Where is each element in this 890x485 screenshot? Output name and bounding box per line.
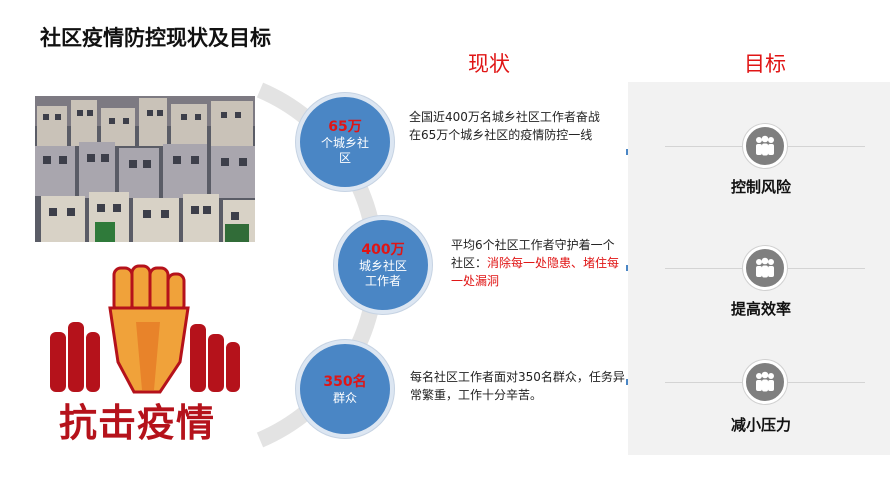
current-desc-1: 全国近400万名城乡社区工作者奋战在65万个城乡社区的疫情防控一线 [409,108,605,144]
goal-reduce-pressure: 减小压力 [731,416,792,434]
stat-number: 350名 [323,373,367,390]
people-group-icon [743,124,787,168]
fist-logo [40,262,250,442]
stat-circle-workers: 400万 城乡社区工作者 [334,216,432,314]
stat-label: 群众 [332,390,357,405]
current-desc-3: 每名社区工作者面对350名群众，任务异常繁重，工作十分辛苦。 [410,368,625,404]
current-desc-2: 平均6个社区工作者守护着一个社区：消除每一处隐患、堵住每一处漏洞 [451,236,621,290]
people-group-icon [743,360,787,404]
desc-text: 每名社区工作者面对350名群众，任务异常繁重，工作十分辛苦。 [410,370,625,402]
stat-label: 个城乡社区 [320,136,369,165]
page-title: 社区疫情防控现状及目标 [40,26,271,50]
stat-number: 65万 [328,119,362,135]
desc-highlight: 消除每一处隐患、堵住每一处漏洞 [451,256,620,288]
stat-circle-communities: 65万 个城乡社区 [296,93,394,191]
desc-text: 平均6个社区工作者守护着一个社区： [451,238,615,270]
city-photo [35,96,255,242]
goal-control-risk: 控制风险 [731,178,792,196]
current-status-heading: 现状 [468,52,510,76]
goal-improve-efficiency: 提高效率 [731,300,792,318]
stat-circle-residents: 350名 群众 [296,340,394,438]
desc-text: 全国近400万名城乡社区工作者奋战在65万个城乡社区的疫情防控一线 [409,110,600,142]
stat-label: 城乡社区工作者 [358,259,407,288]
fight-epidemic-logo-text: 抗击疫情 [59,401,216,445]
people-group-icon [743,246,787,290]
stat-number: 400万 [361,242,405,258]
goal-heading: 目标 [744,52,786,76]
